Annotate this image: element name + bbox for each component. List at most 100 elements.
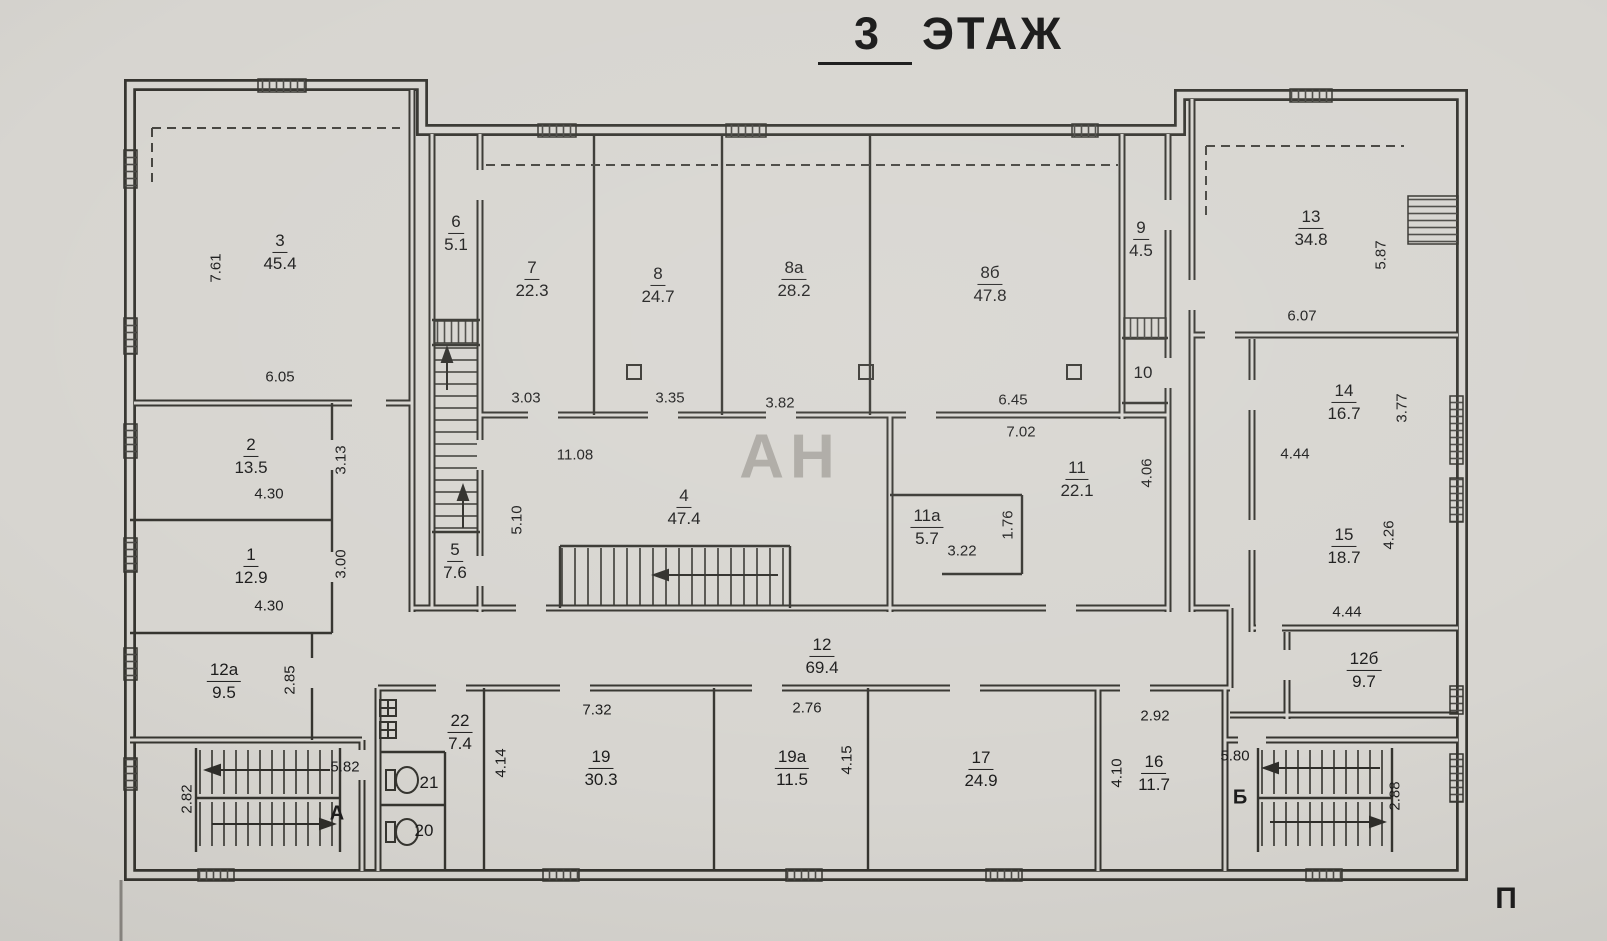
room-area: 45.4 (263, 253, 297, 273)
dimension-label: 3.00 (332, 549, 350, 579)
room-area: 4.5 (1129, 240, 1153, 260)
dimension-label: 3.13 (332, 445, 350, 475)
dimension-label: 11.08 (556, 446, 594, 464)
dimension-label: 5.82 (330, 758, 360, 776)
dimension-label: 3.82 (765, 394, 795, 412)
dimension-label: 4.30 (254, 485, 284, 503)
sink-icon (379, 699, 397, 739)
dimension-label: 4.44 (1280, 445, 1310, 463)
room-area: 34.8 (1294, 229, 1328, 249)
plumbing-fixtures (379, 699, 419, 846)
watermark: АН (739, 422, 841, 492)
room-number: 8а (781, 258, 807, 280)
room-area: 5.7 (915, 528, 939, 548)
dimension-label: 2.76 (792, 699, 822, 717)
dashed-lines (151, 127, 1404, 218)
dimension-label: 1.76 (999, 510, 1017, 540)
room-number: 1 (243, 545, 259, 567)
dimension-label: 7.02 (1006, 423, 1036, 441)
floor-word: ЭТАЖ (922, 8, 1064, 59)
room-number: 16 (1141, 752, 1167, 774)
door-openings (306, 170, 1293, 780)
room-area: 13.5 (234, 457, 268, 477)
room-number: 5 (447, 540, 463, 562)
room-area: 30.3 (584, 769, 618, 789)
room-number: 8 (650, 264, 666, 286)
stairwell-label-a: А (329, 802, 345, 825)
dimension-label: 6.05 (265, 368, 295, 386)
room-number: 3 (272, 231, 288, 253)
room-label-10: 10 (1134, 363, 1153, 383)
room-area: 22.1 (1060, 480, 1094, 500)
dimension-label: 5.80 (1220, 747, 1250, 765)
room-area: 28.2 (777, 280, 811, 300)
dimension-label: 3.03 (511, 389, 541, 407)
room-area: 16.7 (1327, 403, 1361, 423)
dimension-label: 7.32 (582, 701, 612, 719)
room-area: 24.7 (641, 286, 675, 306)
window-hatching (123, 78, 1464, 882)
room-number: 12а (206, 660, 242, 682)
dimension-label: 5.87 (1372, 240, 1390, 270)
dimension-label: 2.88 (1386, 781, 1404, 811)
room-area: 9.5 (212, 682, 236, 702)
room-number: 10 (1133, 363, 1153, 383)
room-label-20: 20 (415, 821, 434, 841)
dimension-label: 7.61 (207, 253, 225, 283)
dimension-label: 5.10 (508, 505, 526, 535)
dimension-label: 3.35 (655, 389, 685, 407)
room-number: 20 (414, 821, 434, 841)
room-area: 7.4 (448, 733, 472, 753)
room-area: 18.7 (1327, 547, 1361, 567)
room-area: 47.4 (667, 508, 701, 528)
dimension-label: 2.92 (1140, 707, 1170, 725)
dimension-label: 4.30 (254, 597, 284, 615)
room-number: 21 (419, 773, 439, 793)
room-number: 22 (447, 711, 473, 733)
room-label-21: 21 (420, 773, 439, 793)
dimension-label: 4.14 (492, 748, 510, 778)
toilet-icon (385, 818, 419, 846)
room-area: 5.1 (444, 234, 468, 254)
dimension-label: 6.07 (1287, 307, 1317, 325)
room-number: 14 (1331, 381, 1357, 403)
dimension-label: 4.06 (1138, 458, 1156, 488)
room-number: 2 (243, 435, 259, 457)
room-number: 13 (1298, 207, 1324, 229)
dimension-label: 4.15 (838, 745, 856, 775)
main-stairs-treads (561, 548, 784, 606)
room-number: 11 (1065, 458, 1089, 480)
dimension-label: 2.82 (178, 784, 196, 814)
toilet-icon (385, 766, 419, 794)
room-area: 47.8 (973, 285, 1007, 305)
dimension-label: 3.22 (947, 542, 977, 560)
room-number: 8б (977, 263, 1003, 285)
room-number: 15 (1331, 525, 1357, 547)
room-number: 6 (448, 212, 464, 234)
room-number: 19а (774, 747, 810, 769)
dimension-label: 4.26 (1380, 520, 1398, 550)
stair-arrows (203, 345, 1387, 831)
room-number: 4 (676, 486, 692, 508)
room-number: 12б (1346, 649, 1382, 671)
floor-number: 3 (818, 8, 913, 65)
